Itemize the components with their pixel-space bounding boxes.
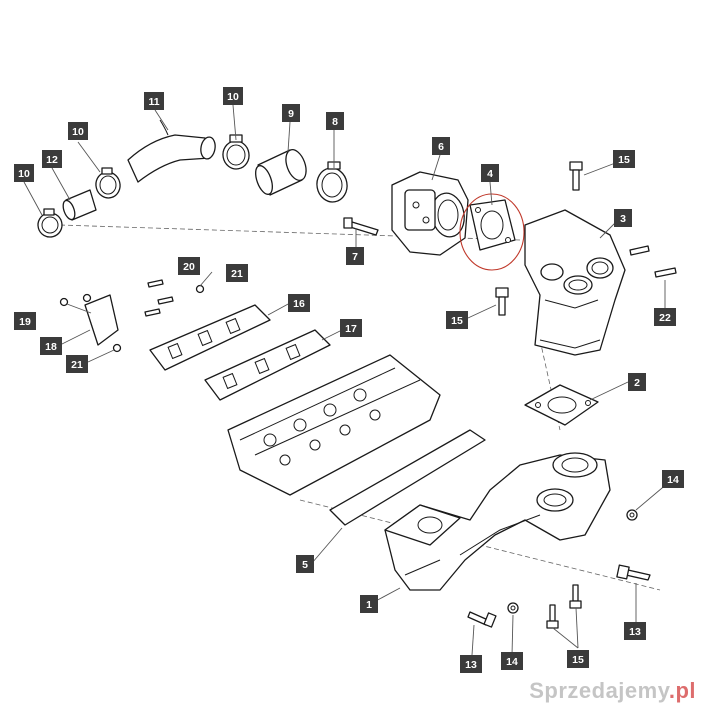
- callout-12: 12: [42, 150, 62, 168]
- watermark-suffix: .pl: [668, 678, 696, 703]
- svg-text:10: 10: [72, 126, 84, 138]
- svg-text:20: 20: [183, 261, 195, 273]
- gasket-part: [524, 384, 599, 426]
- callout-15: 15: [567, 650, 589, 668]
- svg-text:6: 6: [438, 141, 444, 153]
- svg-text:2: 2: [634, 377, 640, 389]
- clamp-part: [37, 208, 63, 238]
- bracket-part: [84, 294, 119, 346]
- callout-9: 9: [282, 104, 300, 122]
- watermark: Sprzedajemy.pl: [529, 678, 696, 704]
- svg-text:14: 14: [667, 474, 679, 486]
- callout-6: 6: [432, 137, 450, 155]
- callout-19: 19: [14, 312, 36, 330]
- leader-lines: [23, 104, 669, 656]
- callout-4: 4: [481, 164, 499, 182]
- manifold-gasket-part: [204, 329, 331, 401]
- callout-13: 13: [460, 655, 482, 673]
- bolt-part: [569, 161, 583, 191]
- callout-11: 11: [144, 92, 164, 110]
- svg-text:21: 21: [71, 359, 83, 371]
- svg-text:9: 9: [288, 108, 294, 120]
- valve-body-part: [391, 171, 469, 256]
- gasket-part: [469, 199, 516, 251]
- callout-5: 5: [296, 555, 314, 573]
- callout-17: 17: [340, 319, 362, 337]
- callout-14: 14: [662, 470, 684, 488]
- svg-text:10: 10: [227, 91, 239, 103]
- svg-text:17: 17: [345, 323, 357, 335]
- svg-text:12: 12: [46, 154, 58, 166]
- clamp-part: [316, 161, 348, 203]
- nut-part: [626, 509, 638, 521]
- bolt-part: [495, 287, 509, 316]
- callout-20: 20: [178, 257, 200, 275]
- nut-part: [507, 602, 519, 614]
- svg-text:13: 13: [629, 626, 641, 638]
- callout-18: 18: [40, 337, 62, 355]
- svg-text:8: 8: [332, 116, 338, 128]
- stud-part: [629, 245, 677, 278]
- highlight-ring: [459, 193, 525, 271]
- callout-22: 22: [654, 308, 676, 326]
- bolt-part: [569, 584, 582, 609]
- hose-sleeve-part: [255, 149, 307, 196]
- svg-text:22: 22: [659, 312, 671, 324]
- svg-text:16: 16: [293, 298, 305, 310]
- svg-text:18: 18: [45, 341, 57, 353]
- clamp-part: [95, 167, 121, 199]
- bolt-part: [343, 217, 379, 236]
- callout-8: 8: [326, 112, 344, 130]
- watermark-text: Sprzedajemy: [529, 678, 669, 703]
- svg-text:3: 3: [620, 213, 626, 225]
- clamp-part: [222, 134, 250, 170]
- hose-coupling-part: [62, 189, 97, 221]
- head-gasket-part: [329, 429, 486, 526]
- callout-7: 7: [346, 247, 364, 265]
- callout-10: 10: [68, 122, 88, 140]
- bolt-part: [616, 564, 651, 581]
- manifold-gasket-part: [149, 304, 271, 371]
- svg-text:19: 19: [19, 316, 31, 328]
- svg-text:11: 11: [148, 96, 159, 108]
- svg-text:14: 14: [506, 656, 518, 668]
- callout-1: 1: [360, 595, 378, 613]
- svg-text:21: 21: [231, 268, 243, 280]
- svg-text:15: 15: [618, 154, 630, 166]
- callout-10: 10: [223, 87, 243, 105]
- svg-text:10: 10: [18, 168, 30, 180]
- svg-text:5: 5: [302, 559, 308, 571]
- stud-part: [144, 279, 174, 317]
- callout-21: 21: [226, 264, 248, 282]
- callout-2: 2: [628, 373, 646, 391]
- svg-text:4: 4: [487, 168, 493, 180]
- intake-hose-part: [127, 119, 216, 183]
- bolt-part: [467, 611, 497, 628]
- bolt-part: [546, 604, 559, 629]
- callout-14: 14: [501, 652, 523, 670]
- callout-15: 15: [446, 311, 468, 329]
- egr-pipe-part: [384, 452, 611, 591]
- svg-text:15: 15: [572, 654, 584, 666]
- egr-housing-part: [524, 209, 626, 356]
- svg-text:13: 13: [465, 659, 477, 671]
- callout-16: 16: [288, 294, 310, 312]
- svg-text:1: 1: [366, 599, 372, 611]
- callout-15: 15: [613, 150, 635, 168]
- callout-21: 21: [66, 355, 88, 373]
- callout-3: 3: [614, 209, 632, 227]
- callout-13: 13: [624, 622, 646, 640]
- cylinder-head-part: [227, 354, 441, 496]
- callout-10: 10: [14, 164, 34, 182]
- svg-text:7: 7: [352, 251, 358, 263]
- svg-text:15: 15: [451, 315, 463, 327]
